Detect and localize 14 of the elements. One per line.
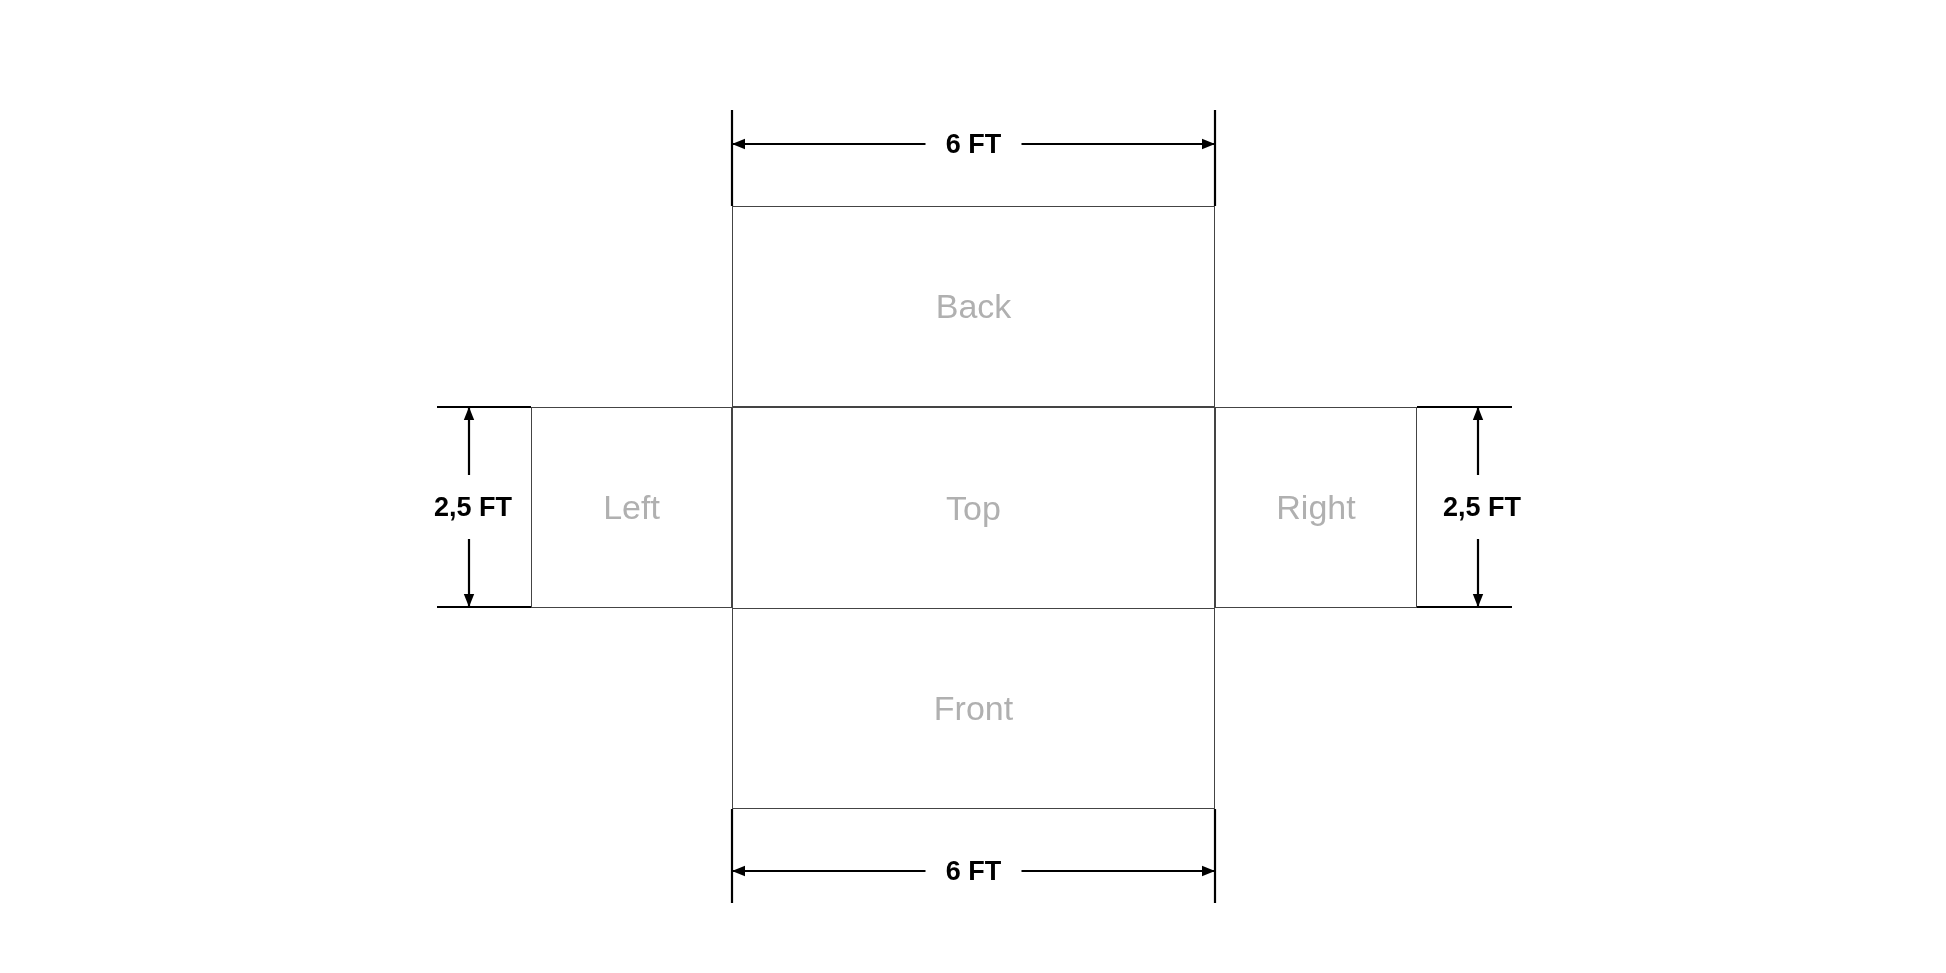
box-panel	[732, 407, 1215, 609]
dimension-label: 2,5 FT	[1443, 491, 1521, 523]
dimension-label: 2,5 FT	[434, 491, 512, 523]
box-panel	[1215, 407, 1417, 608]
box-panel	[732, 206, 1215, 407]
panel-label: Top	[946, 488, 1001, 528]
dimension-label: 6 FT	[945, 855, 1002, 887]
box-panel	[531, 407, 732, 608]
box-panel	[732, 608, 1215, 809]
panel-label: Left	[603, 488, 660, 527]
panel-label: Back	[935, 287, 1012, 326]
panel-label: Right	[1276, 488, 1356, 527]
dimension-label: 6 FT	[945, 128, 1002, 160]
panel-label: Front	[933, 689, 1014, 728]
